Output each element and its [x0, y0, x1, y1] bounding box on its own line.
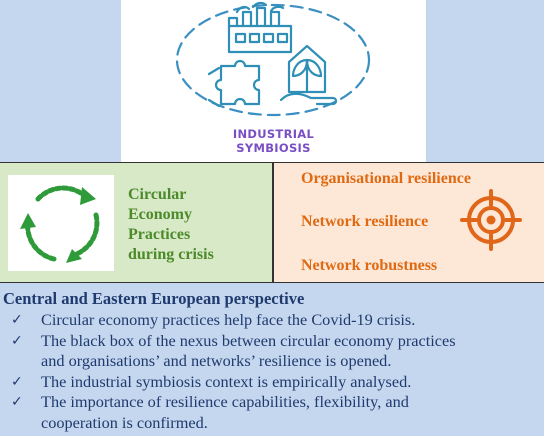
check-icon: ✓ [11, 394, 23, 410]
bullet-item: ✓ The importance of resilience capabilit… [0, 392, 511, 433]
bullet-text-line2: and organisations’ and networks’ resilie… [41, 351, 392, 370]
circular-economy-box: Circular Economy Practices during crisis [0, 163, 274, 282]
check-icon: ✓ [11, 373, 23, 390]
circular-line3: Practices [128, 226, 191, 243]
logo-title-line1: INDUSTRIAL [232, 127, 315, 141]
bullet-text-line1: The importance of resilience capabilitie… [41, 392, 409, 411]
recycle-tile [8, 175, 114, 271]
middle-row: Circular Economy Practices during crisis… [0, 162, 544, 283]
perspective-bullet-list: ✓ Circular economy practices help face t… [0, 310, 511, 433]
target-icon [460, 189, 522, 251]
perspective-heading: Central and Eastern European perspective [3, 289, 305, 308]
circular-line2: Economy [128, 206, 192, 223]
circular-line1: Circular [128, 186, 187, 203]
bullet-item: ✓ The industrial symbiosis context is em… [0, 372, 511, 393]
bullet-item: ✓ The black box of the nexus between cir… [0, 331, 511, 372]
industrial-symbiosis-icon [175, 1, 371, 117]
circular-economy-label: Circular Economy Practices during crisis [128, 185, 214, 265]
bullet-item: ✓ Circular economy practices help face t… [0, 310, 511, 331]
check-icon: ✓ [11, 332, 23, 349]
resilience-item-network: Network resilience [301, 213, 429, 230]
bullet-text-line2: cooperation is confirmed. [41, 412, 208, 432]
resilience-item-robustness: Network robustness [301, 257, 438, 274]
recycle-arrows-icon [20, 185, 100, 263]
bullet-text: Circular economy practices help face the… [41, 310, 416, 329]
bullet-text: The industrial symbiosis context is empi… [41, 371, 412, 391]
industrial-symbiosis-logo: INDUSTRIAL SYMBIOSIS [121, 0, 426, 162]
bullet-text-line1: The black box of the nexus between circu… [41, 330, 456, 350]
logo-title-line2: SYMBIOSIS [236, 141, 311, 155]
resilience-item-organisational: Organisational resilience [301, 170, 471, 187]
top-band: INDUSTRIAL SYMBIOSIS [0, 0, 544, 162]
resilience-box: Organisational resilience Network resili… [274, 163, 544, 282]
check-icon: ✓ [11, 312, 23, 328]
circular-line4: during crisis [128, 246, 214, 263]
